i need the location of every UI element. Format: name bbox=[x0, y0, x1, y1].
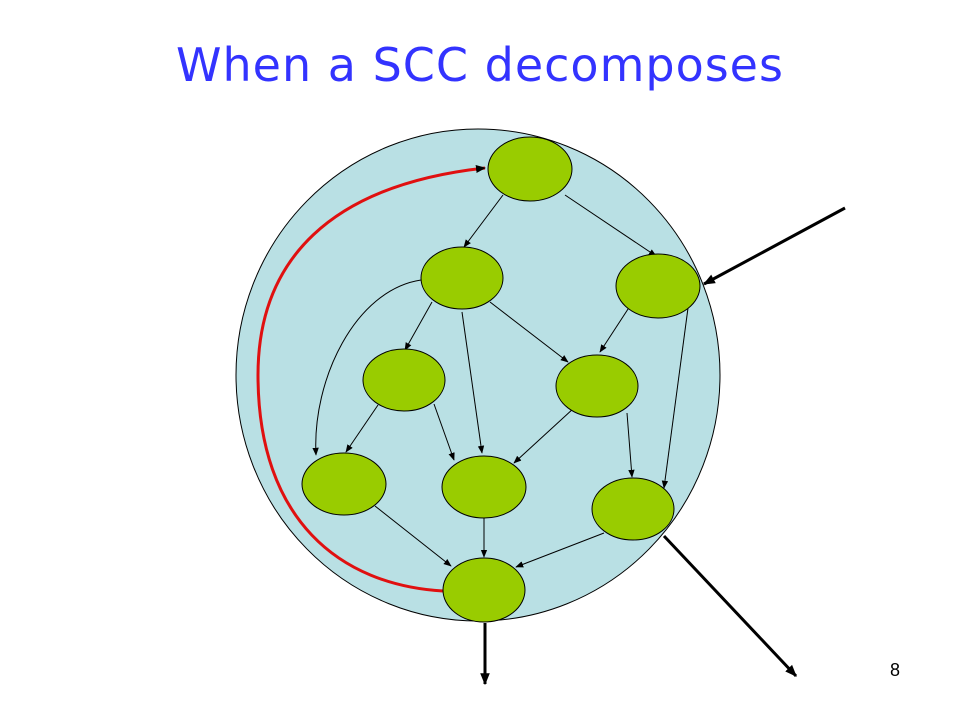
node-center-left bbox=[362, 348, 446, 412]
external-edge-out-of-lower-right bbox=[662, 534, 798, 678]
node-lower-right bbox=[591, 477, 675, 541]
edge-top-to-mid-right bbox=[564, 194, 657, 257]
edge-center-right-to-lower-right bbox=[626, 412, 635, 478]
node-lower-left bbox=[301, 452, 387, 516]
nodes bbox=[301, 136, 701, 623]
slide-title: When a SCC decomposes bbox=[176, 38, 784, 92]
edge-lower-left-to-bottom bbox=[374, 505, 452, 567]
node-center-right bbox=[555, 354, 639, 418]
edge-mid-left-to-lower-middle bbox=[461, 311, 485, 454]
scc-region bbox=[235, 128, 721, 622]
node-top bbox=[487, 136, 573, 202]
removed-edge-bottom-to-top bbox=[256, 165, 486, 593]
edge-lower-right-to-bottom bbox=[515, 532, 605, 568]
edge-center-left-to-lower-left bbox=[345, 404, 379, 453]
edge-mid-left-to-center-left bbox=[404, 301, 433, 351]
internal-edges bbox=[312, 194, 689, 568]
edge-mid-left-to-lower-left bbox=[312, 279, 422, 456]
node-mid-left bbox=[420, 246, 504, 310]
slide-number: 8 bbox=[889, 660, 900, 680]
node-mid-right bbox=[615, 253, 701, 319]
edge-center-left-to-lower-middle bbox=[433, 403, 455, 461]
external-edge-into-mid-right bbox=[702, 206, 846, 286]
edge-mid-right-to-lower-right bbox=[661, 307, 689, 489]
edge-top-to-mid-left bbox=[463, 194, 504, 248]
edge-mid-left-to-center-right bbox=[489, 301, 569, 363]
node-bottom bbox=[442, 557, 526, 623]
external-edges bbox=[480, 206, 846, 686]
edge-center-right-to-lower-middle bbox=[513, 407, 575, 464]
node-lower-middle bbox=[441, 455, 527, 519]
edge-mid-right-to-center-right bbox=[599, 305, 631, 353]
